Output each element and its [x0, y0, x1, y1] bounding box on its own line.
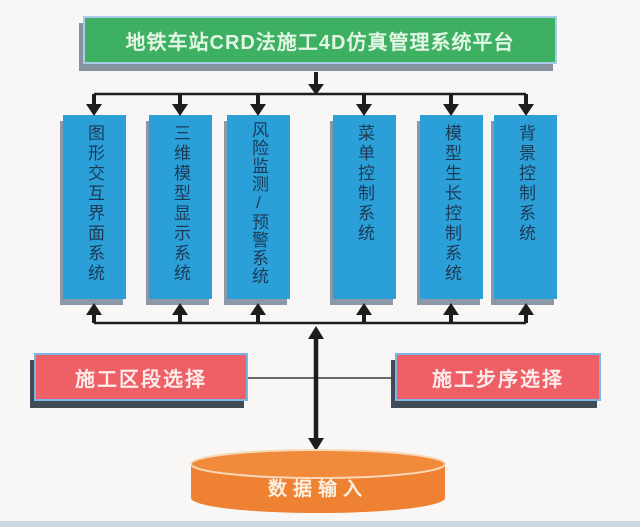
selector-box-construction-section: 施工区段选择: [34, 353, 248, 401]
system-box-graphic-ui: 图形交互界面系统: [63, 115, 126, 299]
system-box-model-growth-control: 模型生长控制系统: [420, 115, 483, 299]
system-box-graphic-ui-label: 图形交互界面系统: [85, 124, 104, 284]
system-box-background-control-label: 背景控制系统: [516, 124, 535, 244]
system-box-menu-control: 菜单控制系统: [333, 115, 396, 299]
datastore-label: 数据输入: [267, 479, 368, 500]
system-box-3d-model-display-label: 三维模型显示系统: [171, 124, 190, 284]
selector-box-construction-step-label: 施工步序选择: [432, 368, 564, 391]
selector-box-construction-section-label: 施工区段选择: [75, 368, 207, 391]
system-box-menu-control-label: 菜单控制系统: [355, 124, 374, 244]
diagram-title: 地铁车站CRD法施工4D仿真管理系统平台: [83, 16, 557, 64]
system-box-risk-monitoring-warning: 风险监测/预警系统: [227, 115, 290, 299]
center-data-flow-arrow: [308, 326, 324, 451]
system-box-risk-monitoring-warning-label: 风险监测/预警系统: [249, 121, 268, 285]
system-box-model-growth-control-label: 模型生长控制系统: [442, 124, 461, 284]
system-box-3d-model-display: 三维模型显示系统: [149, 115, 212, 299]
bottom-edge-strip: [0, 521, 640, 527]
system-box-background-control: 背景控制系统: [494, 115, 557, 299]
bottom-feedback-arrows: [86, 303, 534, 325]
top-distribution-arrows: [86, 72, 534, 116]
diagram-title-label: 地铁车站CRD法施工4D仿真管理系统平台: [125, 31, 515, 54]
selector-box-construction-step: 施工步序选择: [395, 353, 601, 401]
